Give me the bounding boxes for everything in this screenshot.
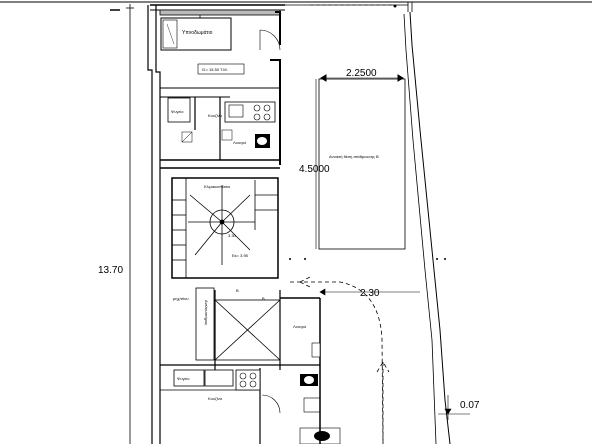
fridge-top-label: Ψυγείο [171, 109, 184, 114]
kitchen-top [167, 97, 276, 123]
grid-dot [304, 258, 306, 260]
mark-b-label: Β [236, 288, 239, 293]
corner-dot [393, 4, 397, 8]
parking-width-label: 2.2500 [346, 68, 377, 79]
grid-dot [436, 258, 438, 260]
upper-apartment-walls [159, 9, 281, 169]
kitchen-bottom-label: Κουζίνα [208, 396, 223, 401]
parking-space [315, 74, 406, 250]
door-swing-bottom [261, 394, 281, 414]
parking-space-label: Ανοικτή θέση στάθμευσης Β [329, 154, 379, 159]
bath-top [181, 129, 270, 148]
bed [160, 17, 232, 51]
door-swing [259, 29, 281, 51]
entry-path [290, 276, 390, 444]
storage-label: μηχ/σίου [173, 296, 189, 301]
kitchen-top-label: Κουζίνα [208, 113, 223, 118]
stair-dim-label: 3.30 [228, 233, 237, 238]
stairwell [171, 177, 279, 279]
area-label: ΙΣ= 15.50 Τ.Μ. [202, 67, 228, 72]
parking-length-label: 4.5000 [299, 164, 330, 175]
area-label-box [197, 63, 245, 75]
small-offset-label: 0.07 [460, 400, 480, 411]
entrance-label: Εκ= 3.95 [232, 253, 249, 258]
total-height-label: 13.70 [98, 265, 123, 276]
outer-walls [147, 2, 451, 444]
small-offset-marker [438, 395, 470, 420]
laundry-bottom-label: Λουτρό [293, 324, 307, 329]
stairwell-label: Κλιμακοστάσιο [204, 184, 231, 189]
ramp-dimension [319, 288, 420, 296]
elevator-label: Ανελκυστήρας [204, 300, 209, 325]
kitchen-bottom [173, 369, 261, 391]
fridge-bottom-label: Ψυγείο [177, 376, 190, 381]
left-dimension [126, 4, 134, 444]
lower-apartment-walls [160, 290, 321, 444]
bottom-fixtures [299, 427, 341, 444]
bath-bottom [300, 342, 321, 413]
mark-b2-label: Β [262, 296, 265, 301]
grid-dot [444, 258, 446, 260]
grid-dot [289, 258, 291, 260]
elevator [195, 287, 281, 361]
laundry-top-label: Λουτρό [233, 140, 247, 145]
bedroom-label: Υπνοδωμάτιο [182, 29, 213, 36]
ramp-width-label: 2.30 [360, 288, 380, 299]
